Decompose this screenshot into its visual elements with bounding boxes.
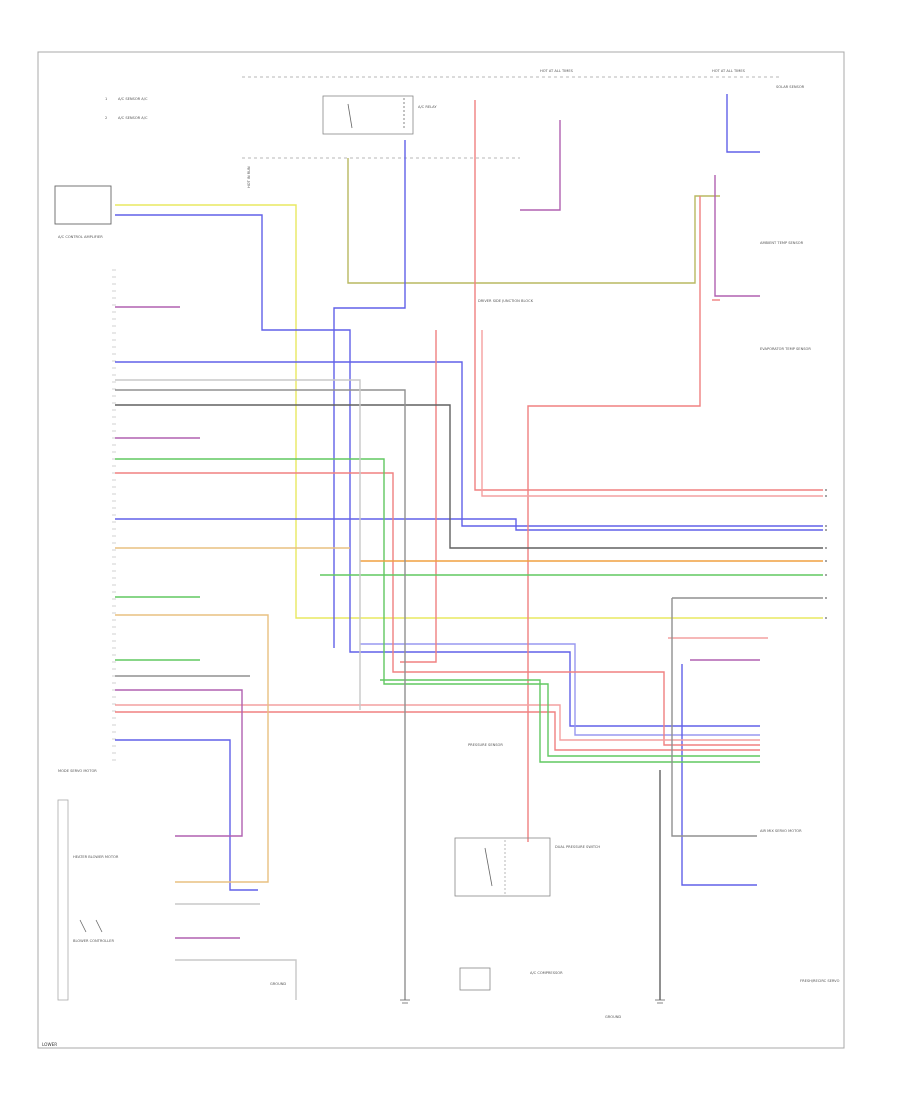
- blower-motor-box: HEATER BLOWER MOTOR BLOWER CONTROLLER: [57, 799, 119, 1001]
- connector-column-left: [112, 269, 116, 761]
- terminal-end-marker: [825, 489, 827, 491]
- legend-marker-1: 1: [105, 97, 107, 101]
- wire-red-main: [474, 100, 823, 491]
- climate-module-label: A/C CONTROL AMPLIFIER: [58, 235, 103, 239]
- wire-blue-right: [681, 664, 757, 886]
- wire-red-right: [527, 196, 701, 842]
- wire-blue-relay: [333, 140, 406, 648]
- legend-marker-2: 2: [105, 116, 107, 120]
- ground-symbol-left: [400, 999, 410, 1004]
- legend: 1 A/C SENSOR A/C 2 A/C SENSOR A/C: [105, 97, 148, 120]
- terminal-end-marker: [825, 617, 827, 619]
- mode-servo-label: MODE SERVO MOTOR: [58, 769, 97, 773]
- wire-violet-3: [115, 689, 243, 837]
- compressor-label: A/C COMPRESSOR: [530, 971, 563, 975]
- wire-orange-3: [115, 614, 269, 883]
- wire-layer: [115, 94, 823, 1000]
- ground-right-label: GROUND: [605, 1015, 621, 1019]
- wire-lightgray-3: [175, 959, 297, 1000]
- terminal-end-marker: [825, 547, 827, 549]
- dual-pressure-label: DUAL PRESSURE SWITCH: [555, 845, 600, 849]
- wire-blue-bottom: [115, 739, 258, 891]
- fresh-servo-label: FRESH/RECIRC SERVO: [800, 979, 840, 983]
- terminal-end-marker: [825, 529, 827, 531]
- wire-lightgray-1: [115, 379, 361, 710]
- heater-blower-label: HEATER BLOWER MOTOR: [73, 855, 119, 859]
- wire-black-1: [115, 404, 823, 549]
- junction-block-label: DRIVER SIDE JUNCTION BLOCK: [478, 299, 534, 303]
- fuse-at-all-times-label: HOT AT ALL TIMES: [712, 69, 746, 73]
- blower-controller-label: BLOWER CONTROLLER: [73, 939, 114, 943]
- pressure-sensor-label: PRESSURE SENSOR: [468, 743, 503, 747]
- terminal-end-marker: [825, 495, 827, 497]
- solar-sensor-label: SOLAR SENSOR: [776, 85, 805, 89]
- wire-red-cross: [400, 330, 437, 663]
- wire-blue-lower: [360, 643, 760, 736]
- wire-yellow-main: [115, 204, 823, 619]
- wire-green-bot: [380, 679, 760, 763]
- legend-text-2: A/C SENSOR A/C: [118, 116, 148, 120]
- wire-blue-row2: [115, 518, 823, 531]
- relay: A/C RELAY: [322, 95, 437, 135]
- wire-olive-relay: [347, 158, 720, 284]
- wire-blue-topright: [726, 94, 760, 153]
- wire-red-row: [115, 472, 760, 746]
- ground-symbol-right: [655, 999, 665, 1004]
- evaporator-sensor-label: EVAPORATOR TEMP SENSOR: [760, 347, 811, 351]
- terminal-markers-right: [825, 489, 827, 619]
- wire-pink-row: [481, 330, 823, 497]
- diagram-frame: [37, 51, 845, 1049]
- ground-left-label: GROUND: [270, 982, 286, 986]
- wire-blue-row1: [115, 361, 823, 527]
- ambient-sensor-label: AMBIENT TEMP SENSOR: [760, 241, 804, 245]
- terminal-end-marker: [825, 597, 827, 599]
- wire-red-low2: [115, 711, 760, 751]
- wire-violet-top: [520, 120, 561, 211]
- compressor-box: A/C COMPRESSOR: [459, 967, 563, 991]
- terminal-end-marker: [825, 560, 827, 562]
- legend-text-1: A/C SENSOR A/C: [118, 97, 148, 101]
- hot-at-all-times-label: HOT AT ALL TIMES: [540, 69, 574, 73]
- terminal-end-marker: [825, 574, 827, 576]
- wire-pink-lower: [115, 704, 760, 741]
- air-mix-servo-label: AIR MIX SERVO MOTOR: [760, 829, 802, 833]
- relay-label: A/C RELAY: [418, 105, 437, 109]
- hot-in-run-label: HOT IN RUN: [247, 166, 251, 188]
- wire-gray-right2: [671, 598, 757, 837]
- wire-gray-1: [115, 389, 406, 1000]
- footer-text: LOWER: [42, 1042, 57, 1047]
- terminal-end-marker: [825, 525, 827, 527]
- wire-violet-right: [714, 175, 760, 297]
- control-module-box: [54, 185, 112, 225]
- wire-blue-top: [115, 214, 760, 727]
- dual-pressure-switch: DUAL PRESSURE SWITCH: [454, 837, 600, 897]
- wire-green-top: [115, 458, 760, 757]
